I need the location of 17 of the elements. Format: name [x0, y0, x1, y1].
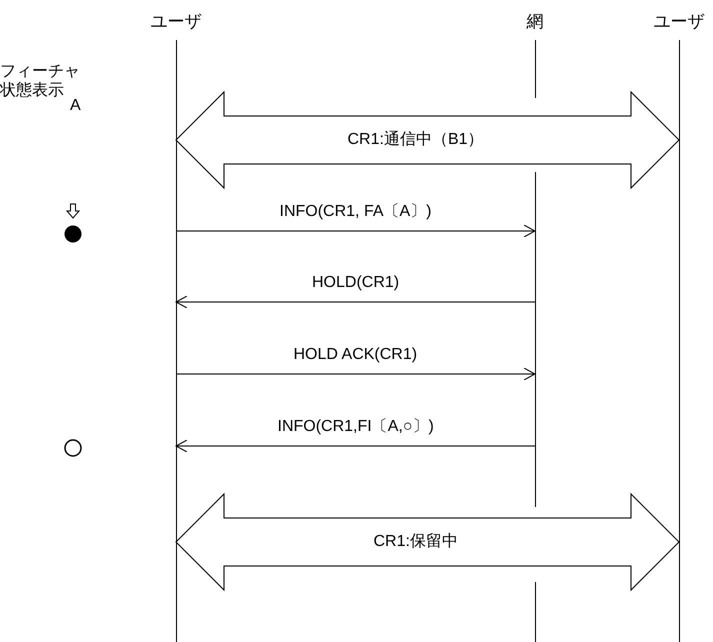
participant-label: ユーザ: [654, 13, 704, 32]
message-label: CR1:通信中（B1）: [348, 131, 484, 149]
message-label: INFO(CR1,FI〔A,○〕): [278, 418, 434, 436]
double-block-arrow: [175, 492, 680, 592]
participant-label: 網: [526, 13, 544, 32]
message-label: CR1:保留中: [374, 533, 458, 551]
message-arrow: [176, 368, 536, 380]
message-label: HOLD(CR1): [312, 274, 400, 292]
message-arrow: [176, 224, 536, 238]
message-arrow: [176, 440, 536, 452]
column-heading: フィーチャ状態表示: [0, 62, 81, 99]
participant-label: ユーザ: [150, 13, 202, 32]
state-label: A: [70, 97, 81, 115]
message-arrow: [176, 296, 536, 308]
double-block-arrow: [175, 90, 680, 190]
message-label: INFO(CR1, FA〔A〕): [280, 203, 432, 221]
message-label: HOLD ACK(CR1): [294, 346, 418, 364]
